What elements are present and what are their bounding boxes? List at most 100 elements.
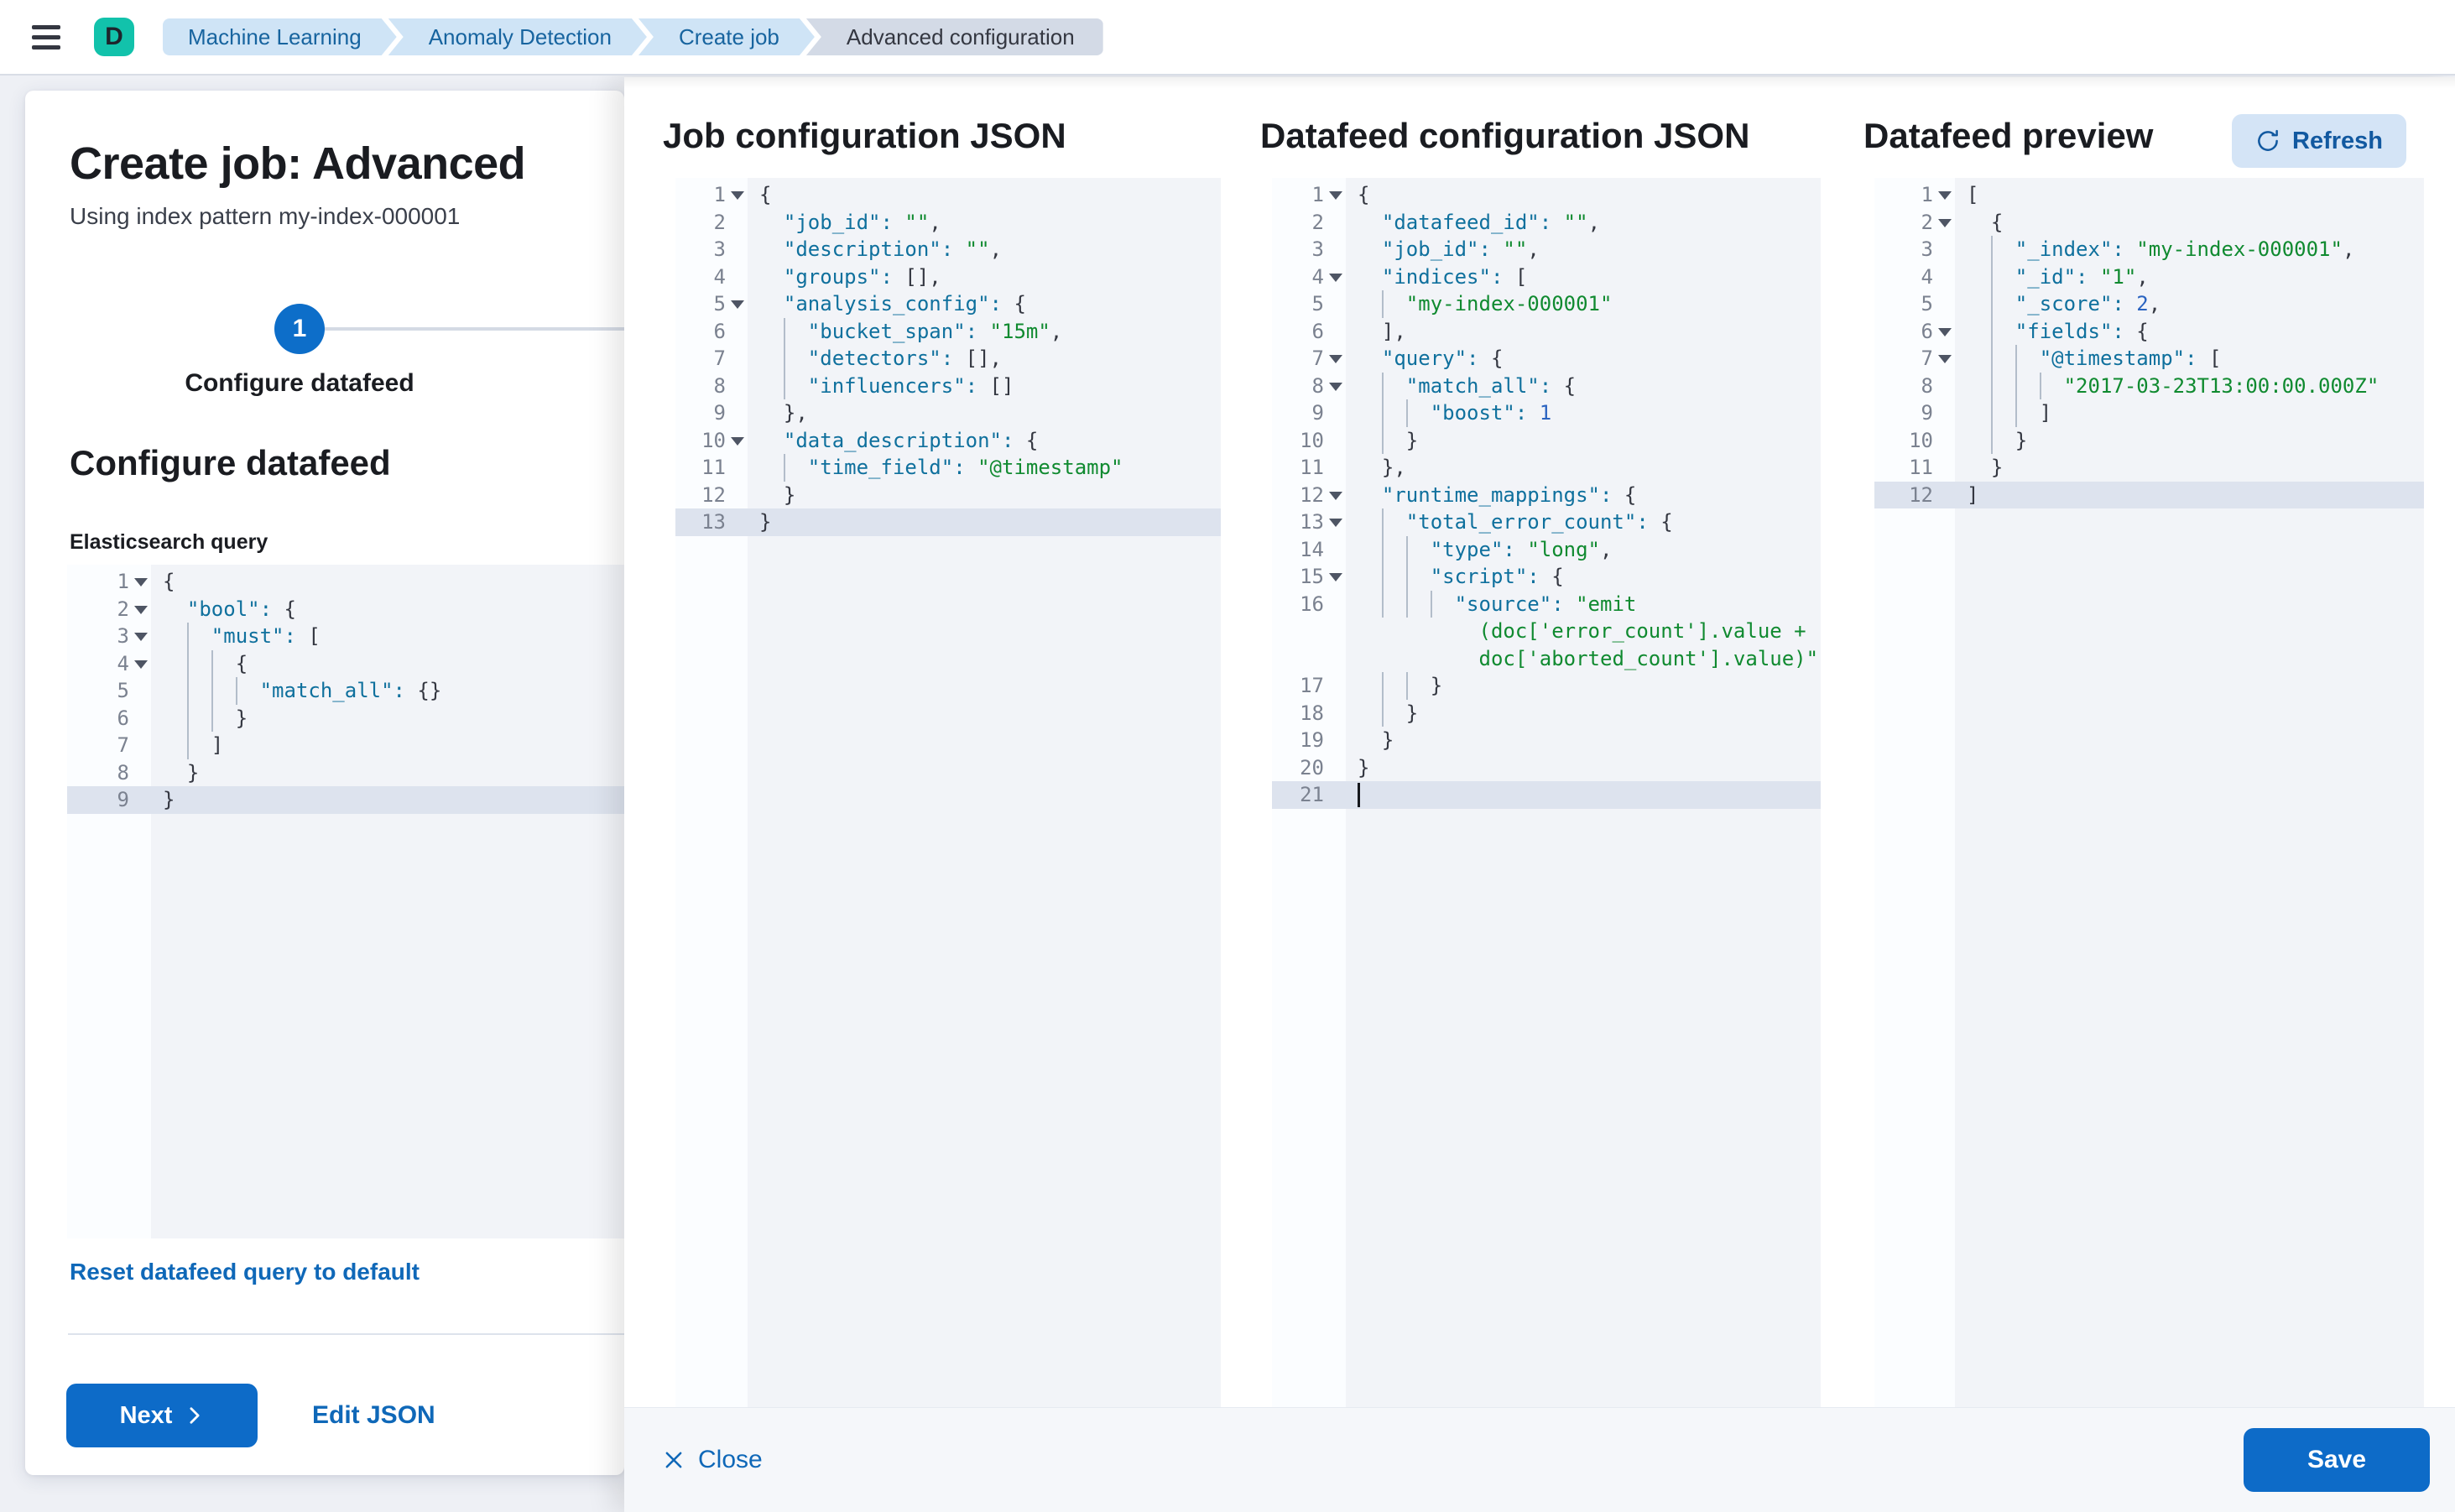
code-line[interactable]: 9 "boost": 1 xyxy=(1272,399,1821,427)
indent-guide xyxy=(211,704,213,732)
datafeed-configuration-editor[interactable]: 1{2 "datafeed_id": "",3 "job_id": "",4 "… xyxy=(1272,178,1821,1407)
code-line[interactable]: 5 "match_all": {} xyxy=(67,677,624,705)
code-line[interactable]: 12 } xyxy=(675,482,1221,509)
code-line[interactable]: 6 } xyxy=(67,704,624,732)
fold-toggle-icon[interactable] xyxy=(1938,355,1952,364)
job-configuration-editor[interactable]: 1{2 "job_id": "",3 "description": "",4 "… xyxy=(675,178,1221,1407)
code-line[interactable]: 3 "must": [ xyxy=(67,623,624,650)
code-line[interactable]: 6 "fields": { xyxy=(1874,317,2424,345)
code-line[interactable]: 10 "data_description": { xyxy=(675,427,1221,455)
code-line[interactable]: 7 ] xyxy=(67,732,624,759)
breadcrumb-advanced-configuration: Advanced configuration xyxy=(805,18,1103,55)
code-line[interactable]: 6 ], xyxy=(1272,318,1821,346)
code-line[interactable]: 7 "@timestamp": [ xyxy=(1874,345,2424,373)
fold-toggle-icon[interactable] xyxy=(1329,382,1342,391)
code-line[interactable]: 8 "2017-03-23T13:00:00.000Z" xyxy=(1874,372,2424,399)
code-line[interactable]: 2 { xyxy=(1874,209,2424,237)
code-line[interactable]: 13 "total_error_count": { xyxy=(1272,508,1821,536)
elasticsearch-query-editor[interactable]: 1{2 "bool": {3 "must": [4 {5 "match_all"… xyxy=(67,565,624,1238)
code-line[interactable]: 21 xyxy=(1272,781,1821,809)
code-line[interactable]: 15 "script": { xyxy=(1272,563,1821,591)
code-line[interactable]: 4 "groups": [], xyxy=(675,263,1221,291)
indent-guide xyxy=(1990,372,1993,399)
fold-toggle-icon[interactable] xyxy=(134,633,148,642)
code-line[interactable]: 14 "type": "long", xyxy=(1272,535,1821,563)
code-line[interactable]: 8 "match_all": { xyxy=(1272,372,1821,399)
code-line[interactable]: 9 }, xyxy=(675,399,1221,427)
indent-guide xyxy=(186,677,189,705)
code-line[interactable]: 6 "bucket_span": "15m", xyxy=(675,317,1221,345)
code-line[interactable]: 10 } xyxy=(1272,426,1821,454)
fold-toggle-icon[interactable] xyxy=(1329,191,1342,201)
code-line[interactable]: 1[ xyxy=(1874,181,2424,209)
fold-toggle-icon[interactable] xyxy=(1938,327,1952,336)
breadcrumb-create-job[interactable]: Create job xyxy=(639,18,815,55)
fold-toggle-icon[interactable] xyxy=(1938,218,1952,227)
edit-json-link[interactable]: Edit JSON xyxy=(312,1401,435,1429)
code-line[interactable]: 4 { xyxy=(67,649,624,677)
code-line[interactable]: 1{ xyxy=(67,568,624,596)
line-number: 11 xyxy=(1300,456,1324,479)
code-line[interactable]: 2 "datafeed_id": "", xyxy=(1272,209,1821,237)
code-line[interactable]: doc['aborted_count'].value)" xyxy=(1272,645,1821,673)
datafeed-preview-editor[interactable]: 1[2 {3 "_index": "my-index-000001",4 "_i… xyxy=(1874,178,2424,1407)
step-connector-line xyxy=(319,327,624,331)
line-number: 15 xyxy=(1272,563,1346,591)
fold-toggle-icon[interactable] xyxy=(1329,491,1342,500)
code-line[interactable]: 13} xyxy=(675,508,1221,536)
code-line[interactable]: 16 "source": "emit xyxy=(1272,590,1821,618)
fold-toggle-icon[interactable] xyxy=(1938,191,1952,201)
code-line[interactable]: 10 } xyxy=(1874,426,2424,454)
fold-toggle-icon[interactable] xyxy=(1329,573,1342,582)
fold-toggle-icon[interactable] xyxy=(1329,273,1342,282)
code-line[interactable]: 4 "indices": [ xyxy=(1272,263,1821,291)
fold-toggle-icon[interactable] xyxy=(1329,355,1342,364)
code-line[interactable]: 19 } xyxy=(1272,727,1821,754)
save-button[interactable]: Save xyxy=(2244,1428,2430,1492)
fold-toggle-icon[interactable] xyxy=(134,605,148,614)
breadcrumb-machine-learning[interactable]: Machine Learning xyxy=(163,18,397,55)
code-line[interactable]: 17 } xyxy=(1272,672,1821,700)
fold-toggle-icon[interactable] xyxy=(731,300,744,310)
create-job-wizard-panel: Create job: Advanced Using index pattern… xyxy=(25,91,624,1475)
code-line[interactable]: 2 "bool": { xyxy=(67,596,624,623)
reset-datafeed-query-link[interactable]: Reset datafeed query to default xyxy=(70,1259,420,1285)
code-line[interactable]: 12] xyxy=(1874,481,2424,508)
code-line[interactable]: 7 "query": { xyxy=(1272,345,1821,373)
close-button[interactable]: Close xyxy=(663,1446,763,1474)
avatar[interactable]: D xyxy=(94,18,134,56)
code-line[interactable]: 1{ xyxy=(675,181,1221,209)
code-line[interactable]: 11 "time_field": "@timestamp" xyxy=(675,454,1221,482)
hamburger-menu-icon[interactable] xyxy=(32,24,60,50)
code-line[interactable]: 5 "analysis_config": { xyxy=(675,290,1221,318)
code-line[interactable]: 5 "_score": 2, xyxy=(1874,290,2424,318)
refresh-button[interactable]: Refresh xyxy=(2232,114,2406,168)
code-line[interactable]: 3 "_index": "my-index-000001", xyxy=(1874,236,2424,263)
fold-toggle-icon[interactable] xyxy=(1329,519,1342,528)
code-line[interactable]: 11 } xyxy=(1874,454,2424,482)
fold-toggle-icon[interactable] xyxy=(134,660,148,669)
code-line[interactable]: 2 "job_id": "", xyxy=(675,209,1221,237)
code-line[interactable]: 12 "runtime_mappings": { xyxy=(1272,482,1821,509)
code-line[interactable]: 3 "description": "", xyxy=(675,236,1221,263)
fold-toggle-icon[interactable] xyxy=(731,436,744,446)
code-line[interactable]: 8 } xyxy=(67,759,624,787)
fold-toggle-icon[interactable] xyxy=(134,578,148,587)
fold-toggle-icon[interactable] xyxy=(731,191,744,201)
code-line[interactable]: 7 "detectors": [], xyxy=(675,345,1221,373)
code-line[interactable]: 11 }, xyxy=(1272,454,1821,482)
code-line[interactable]: 1{ xyxy=(1272,181,1821,209)
code-line[interactable]: 9 ] xyxy=(1874,399,2424,427)
line-number: 3 xyxy=(1311,237,1324,261)
code-line[interactable]: 9} xyxy=(67,786,624,814)
code-line[interactable]: 18 } xyxy=(1272,699,1821,727)
code-line[interactable]: 8 "influencers": [] xyxy=(675,372,1221,399)
breadcrumb-anomaly-detection[interactable]: Anomaly Detection xyxy=(388,18,647,55)
step-1-indicator[interactable]: 1 xyxy=(274,304,325,354)
code-line[interactable]: 4 "_id": "1", xyxy=(1874,263,2424,290)
code-line[interactable]: 3 "job_id": "", xyxy=(1272,236,1821,263)
code-line[interactable]: (doc['error_count'].value + xyxy=(1272,618,1821,645)
next-button[interactable]: Next xyxy=(66,1384,258,1447)
code-line[interactable]: 20} xyxy=(1272,754,1821,782)
code-line[interactable]: 5 "my-index-000001" xyxy=(1272,290,1821,318)
